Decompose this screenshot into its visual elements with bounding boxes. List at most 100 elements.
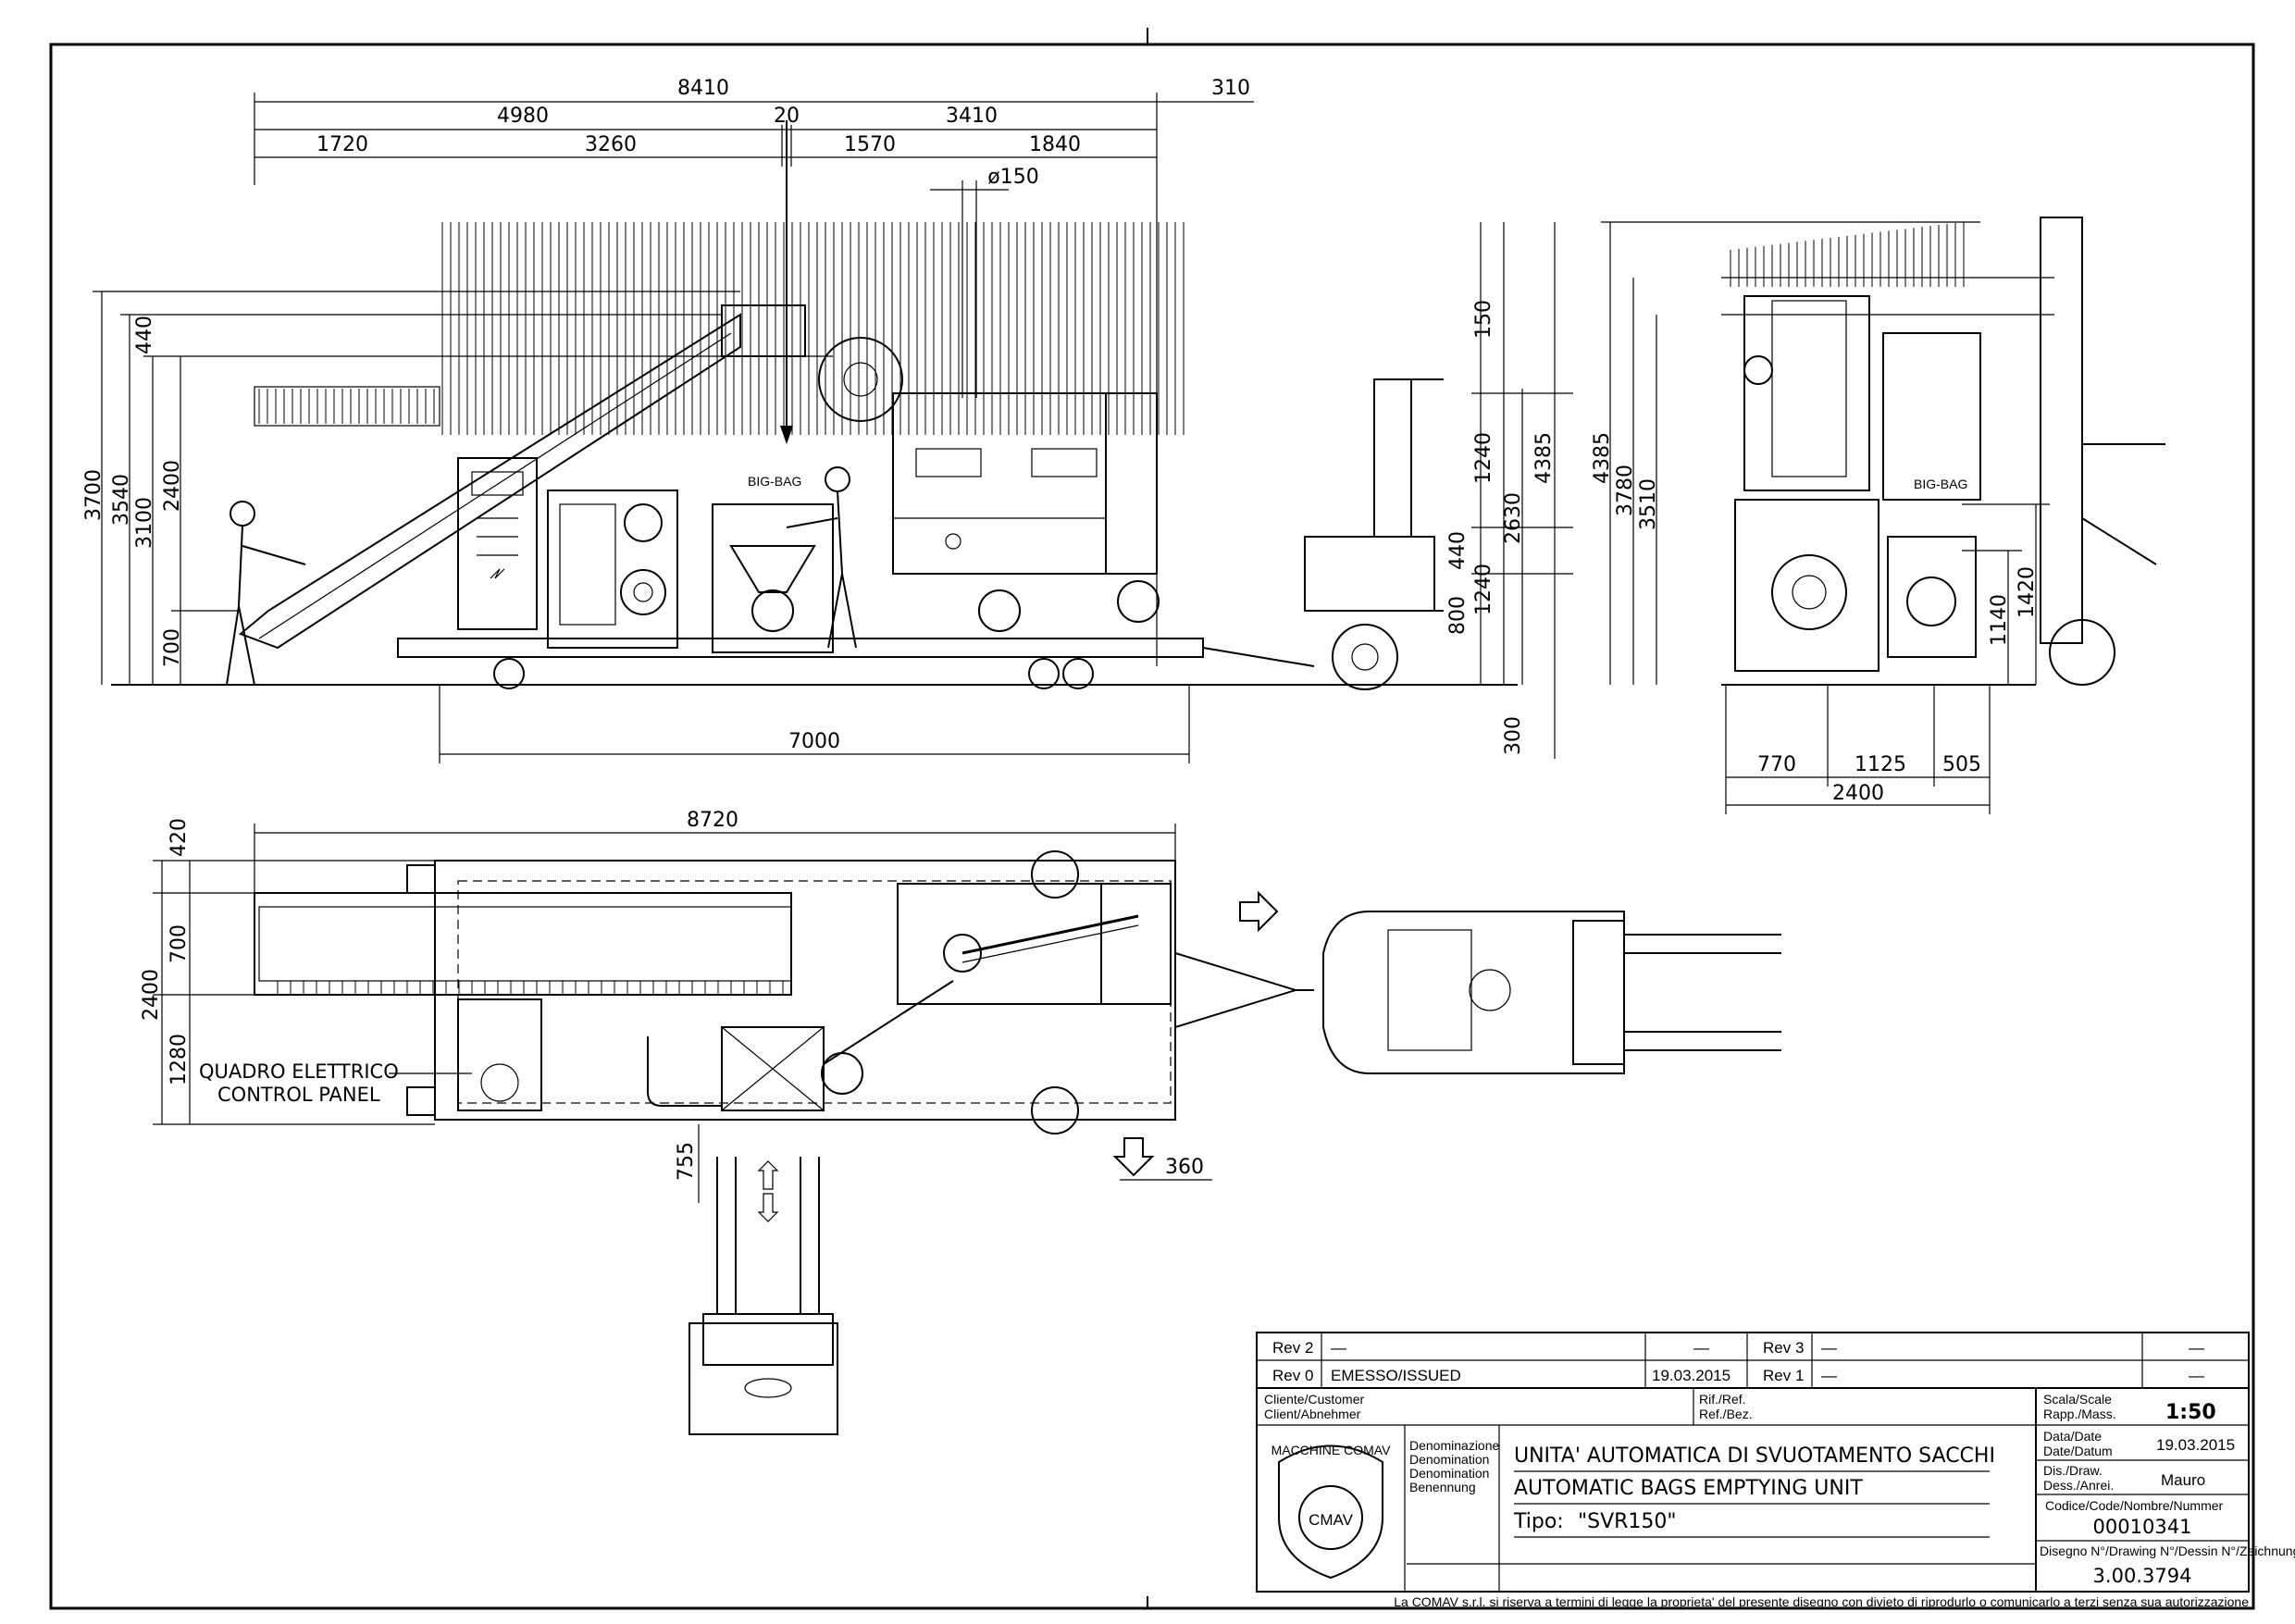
building-hatch-end: [1730, 221, 1965, 287]
denomination-label-2: Denomination: [1409, 1452, 1489, 1467]
comav-logo: MACCHINE COMAV CMAV: [1272, 1443, 1392, 1580]
dim-1125: 1125: [1855, 753, 1906, 776]
copyright-footer: La COMAV s.r.l. si riserva a termini di …: [1394, 1594, 2249, 1609]
logo-letters: CMAV: [1309, 1511, 1354, 1529]
denomination-label-3: Denomination: [1409, 1466, 1489, 1481]
plan-chassis: [434, 860, 1176, 1121]
dim-diameter-150: ø150: [987, 166, 1038, 189]
rev-3-label: Rev 3: [1763, 1339, 1804, 1357]
type-value: "SVR150": [1578, 1510, 1677, 1533]
dim-8720: 8720: [687, 809, 738, 832]
dim-3410: 3410: [946, 105, 998, 128]
dim-3540: 3540: [110, 474, 133, 526]
big-bag-label: BIG-BAG: [748, 474, 801, 489]
date-label-1: Data/Date: [2043, 1429, 2102, 1444]
rev-3-desc: —: [1821, 1339, 1837, 1357]
main-tank: [892, 392, 1160, 632]
dim-4980: 4980: [497, 105, 549, 128]
dim-1140: 1140: [1988, 594, 2011, 646]
dim-1240-top: 1240: [1472, 432, 1495, 484]
code-value: 00010341: [2093, 1516, 2192, 1538]
drawn-label-2: Dess./Anrei.: [2043, 1478, 2114, 1493]
forklift-mast: [2040, 217, 2083, 644]
dim-20: 20: [774, 105, 800, 128]
dim-8410: 8410: [677, 77, 729, 100]
plan-hopper: [721, 1026, 825, 1111]
date-label-2: Date/Datum: [2043, 1444, 2113, 1458]
rev-0-date: 19.03.2015: [1652, 1367, 1731, 1384]
dim-1720: 1720: [316, 133, 368, 156]
dim-300: 300: [1502, 716, 1525, 755]
dim-3260: 3260: [585, 133, 637, 156]
dim-4385-end: 4385: [1591, 432, 1614, 484]
plan-view: 8720 420 700 2400 1280 755 360 QUADRO EL…: [140, 809, 1781, 1435]
arrow-down-icon: [1112, 1137, 1155, 1177]
ref-label-1: Rif./Ref.: [1699, 1392, 1746, 1407]
drawing-number-value: 3.00.3794: [2093, 1565, 2192, 1587]
dim-420: 420: [167, 818, 191, 857]
dim-800: 800: [1446, 596, 1470, 635]
dim-2630: 2630: [1502, 492, 1525, 544]
forklift-plan-right: [1322, 911, 1781, 1074]
building-hatch: [441, 222, 1185, 435]
dim-1840: 1840: [1029, 133, 1081, 156]
dim-3510: 3510: [1637, 478, 1660, 530]
scale-label-2: Rapp./Mass.: [2043, 1407, 2116, 1421]
scale-value: 1:50: [2165, 1401, 2216, 1424]
forklift-side: [1304, 378, 1444, 690]
ref-label-2: Ref./Bez.: [1699, 1407, 1753, 1421]
dim-4385-side: 4385: [1532, 432, 1556, 484]
control-panel-cabinet: [457, 457, 538, 630]
denomination-label-4: Benennung: [1409, 1480, 1476, 1494]
dim-1570: 1570: [844, 133, 896, 156]
rev-2-date: —: [1693, 1339, 1709, 1357]
dim-3100: 3100: [133, 497, 156, 549]
dim-440-right: 440: [1446, 531, 1470, 570]
plan-tank: [897, 883, 1102, 1005]
rev-2-label: Rev 2: [1272, 1339, 1313, 1357]
rev-1-label: Rev 1: [1763, 1367, 1804, 1384]
worker-figure-right: [786, 466, 857, 649]
trailer-chassis: [397, 638, 1315, 689]
dim-1240-bottom: 1240: [1472, 564, 1495, 615]
dim-2400-end: 2400: [1832, 782, 1884, 805]
dim-3780: 3780: [1614, 465, 1637, 516]
title-italian: UNITA' AUTOMATICA DI SVUOTAMENTO SACCHI: [1514, 1444, 1995, 1468]
logo-text: MACCHINE COMAV: [1272, 1443, 1392, 1457]
drawn-value: Mauro: [2161, 1471, 2205, 1489]
dim-770: 770: [1757, 753, 1796, 776]
drawing-number-label: Disegno N°/Drawing N°/Dessin N°/Zeichnun…: [2040, 1543, 2295, 1558]
customer-label-1: Cliente/Customer: [1264, 1392, 1364, 1407]
dim-1420: 1420: [2016, 566, 2039, 618]
rev-1-date: —: [2189, 1367, 2204, 1384]
dim-2400-plan: 2400: [140, 969, 163, 1021]
rev-2-desc: —: [1331, 1339, 1346, 1357]
rev-0-label: Rev 0: [1272, 1367, 1313, 1384]
drawn-label-1: Dis./Draw.: [2043, 1463, 2103, 1478]
dim-440-left: 440: [133, 316, 156, 354]
forklift-plan-bottom: [688, 1157, 838, 1435]
dim-505: 505: [1942, 753, 1981, 776]
dim-360: 360: [1165, 1156, 1204, 1179]
side-view: BIG-BAG: [82, 77, 1573, 763]
dim-1280: 1280: [167, 1034, 191, 1085]
scale-label-1: Scala/Scale: [2043, 1392, 2112, 1407]
rev-0-desc: EMESSO/ISSUED: [1331, 1367, 1461, 1384]
control-panel-label-en: CONTROL PANEL: [217, 1084, 380, 1106]
drawing-frame: [49, 43, 2255, 1610]
date-value: 19.03.2015: [2156, 1436, 2235, 1454]
title-english: AUTOMATIC BAGS EMPTYING UNIT: [1514, 1477, 1863, 1500]
dim-700-plan: 700: [167, 924, 191, 963]
dim-7000: 7000: [788, 730, 840, 753]
big-bag-label-end: BIG-BAG: [1914, 477, 1967, 491]
pump-frame: [547, 490, 678, 649]
plan-conveyor: [254, 892, 792, 996]
customer-label-2: Client/Abnehmer: [1264, 1407, 1361, 1421]
separator-drum: [818, 337, 903, 422]
denomination-label-1: Denominazione: [1409, 1438, 1499, 1453]
worker-figure-left: [226, 501, 306, 686]
type-label: Tipo:: [1513, 1510, 1564, 1533]
control-panel-label-it: QUADRO ELETTRICO: [199, 1060, 399, 1083]
title-block: Rev 2 — — Rev 3 — — Rev 0 EMESSO/ISSUED …: [1256, 1332, 2295, 1593]
rev-3-date: —: [2189, 1339, 2204, 1357]
